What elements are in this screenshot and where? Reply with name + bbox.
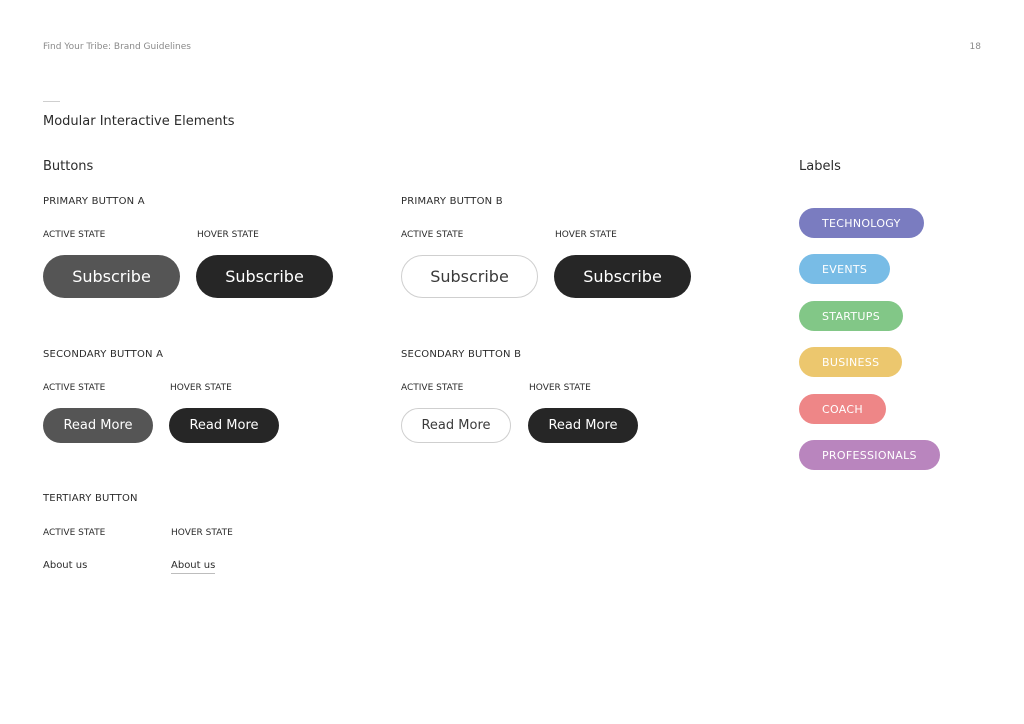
tertiary-button-title: TERTIARY BUTTON <box>43 493 138 504</box>
primary-b-active-label: ACTIVE STATE <box>401 230 464 240</box>
primary-b-hover-label: HOVER STATE <box>555 230 617 240</box>
secondary-b-active-label: ACTIVE STATE <box>401 383 464 393</box>
primary-button-a-title: PRIMARY BUTTON A <box>43 196 145 207</box>
label-events: EVENTS <box>799 254 891 284</box>
secondary-a-active-read-more-button[interactable]: Read More <box>43 408 153 443</box>
secondary-button-b-title: SECONDARY BUTTON B <box>401 349 522 360</box>
buttons-title: Buttons <box>43 159 94 174</box>
label-coach: COACH <box>799 394 886 424</box>
secondary-a-hover-label: HOVER STATE <box>170 383 232 393</box>
tertiary-active-label: ACTIVE STATE <box>43 528 106 538</box>
secondary-b-hover-read-more-button[interactable]: Read More <box>528 408 638 443</box>
section-title: Modular Interactive Elements <box>43 114 235 129</box>
tertiary-hover-about-us-link[interactable]: About us <box>171 560 216 574</box>
secondary-a-hover-read-more-button[interactable]: Read More <box>169 408 279 443</box>
secondary-a-active-label: ACTIVE STATE <box>43 383 106 393</box>
primary-button-b-title: PRIMARY BUTTON B <box>401 196 503 207</box>
primary-a-active-label: ACTIVE STATE <box>43 230 106 240</box>
label-startups: STARTUPS <box>799 301 904 331</box>
label-technology: TECHNOLOGY <box>799 208 924 238</box>
labels-title: Labels <box>799 159 841 174</box>
primary-a-hover-subscribe-button[interactable]: Subscribe <box>196 255 333 298</box>
tertiary-active-about-us-link[interactable]: About us <box>43 560 88 571</box>
primary-b-active-subscribe-button[interactable]: Subscribe <box>401 255 538 298</box>
tertiary-hover-label: HOVER STATE <box>171 528 233 538</box>
primary-a-active-subscribe-button[interactable]: Subscribe <box>43 255 180 298</box>
section-divider <box>43 101 60 102</box>
label-business: BUSINESS <box>799 347 903 377</box>
document-header-title: Find Your Tribe: Brand Guidelines <box>43 42 191 52</box>
secondary-button-a-title: SECONDARY BUTTON A <box>43 349 164 360</box>
secondary-b-active-read-more-button[interactable]: Read More <box>401 408 511 443</box>
primary-b-hover-subscribe-button[interactable]: Subscribe <box>554 255 691 298</box>
label-professionals: PROFESSIONALS <box>799 440 940 470</box>
secondary-b-hover-label: HOVER STATE <box>529 383 591 393</box>
primary-a-hover-label: HOVER STATE <box>197 230 259 240</box>
page-number: 18 <box>969 42 981 52</box>
